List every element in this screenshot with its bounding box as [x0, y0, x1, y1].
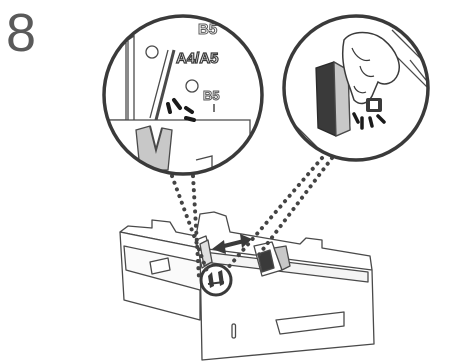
guide-tab-highlight [199, 263, 233, 297]
side-guide-left[interactable] [195, 235, 213, 269]
size-label-a4a5: A4/A5 [176, 50, 219, 67]
zoom-callout-size-marks: B5 A4/A5 B5 [102, 14, 264, 176]
size-label-top: B5 [198, 21, 217, 38]
slide-direction-arrow [212, 234, 252, 254]
size-label-b5: B5 [203, 88, 220, 103]
step-number: 8 [6, 3, 37, 63]
zoom-callout-guide-squeeze [282, 14, 430, 162]
leader-lines [170, 156, 334, 280]
paper-drawer [119, 211, 375, 361]
side-guide-right[interactable] [253, 241, 291, 277]
